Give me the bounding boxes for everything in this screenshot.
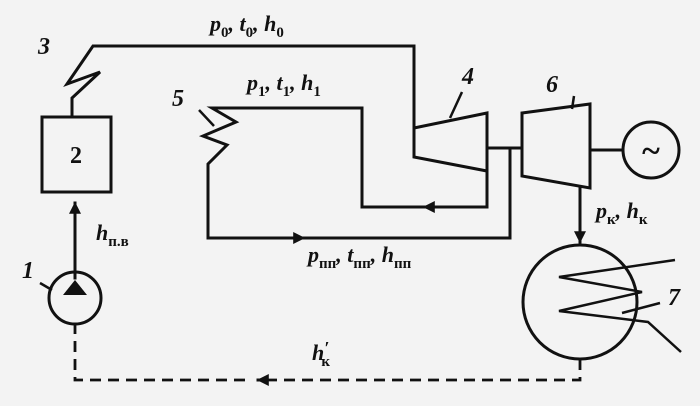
- label-feed-water: hп.в: [96, 220, 129, 250]
- boiler: 2: [40, 115, 113, 194]
- label-reheat: pпп, tпп, hпп: [306, 242, 412, 272]
- reheater-number: 5: [172, 86, 184, 112]
- pump-number: 1: [22, 258, 34, 284]
- condensate-return-line: [73, 324, 582, 386]
- shaft: [485, 146, 624, 152]
- hp-exhaust-line: 5: [172, 86, 512, 244]
- superheater-number: 3: [37, 34, 50, 60]
- lp-turbine-number: 6: [546, 72, 558, 98]
- label-condenser-inlet: pк, hк: [594, 198, 648, 228]
- boiler-number: 2: [70, 143, 82, 169]
- generator: ~: [621, 120, 681, 180]
- condenser: 7: [521, 243, 682, 361]
- label-live-steam: p0, t0, h0: [208, 11, 284, 41]
- label-condensate: h′к: [312, 338, 330, 370]
- condenser-number: 7: [668, 285, 681, 311]
- generator-symbol: ~: [642, 133, 660, 170]
- hp-turbine-number: 4: [461, 64, 474, 90]
- hp-turbine: 4: [412, 64, 489, 173]
- label-hp-exhaust: p1, t1, h1: [245, 70, 321, 100]
- main-steam-line: [63, 44, 416, 130]
- feed-pump: 1: [22, 258, 103, 326]
- lp-turbine: 6: [520, 72, 592, 190]
